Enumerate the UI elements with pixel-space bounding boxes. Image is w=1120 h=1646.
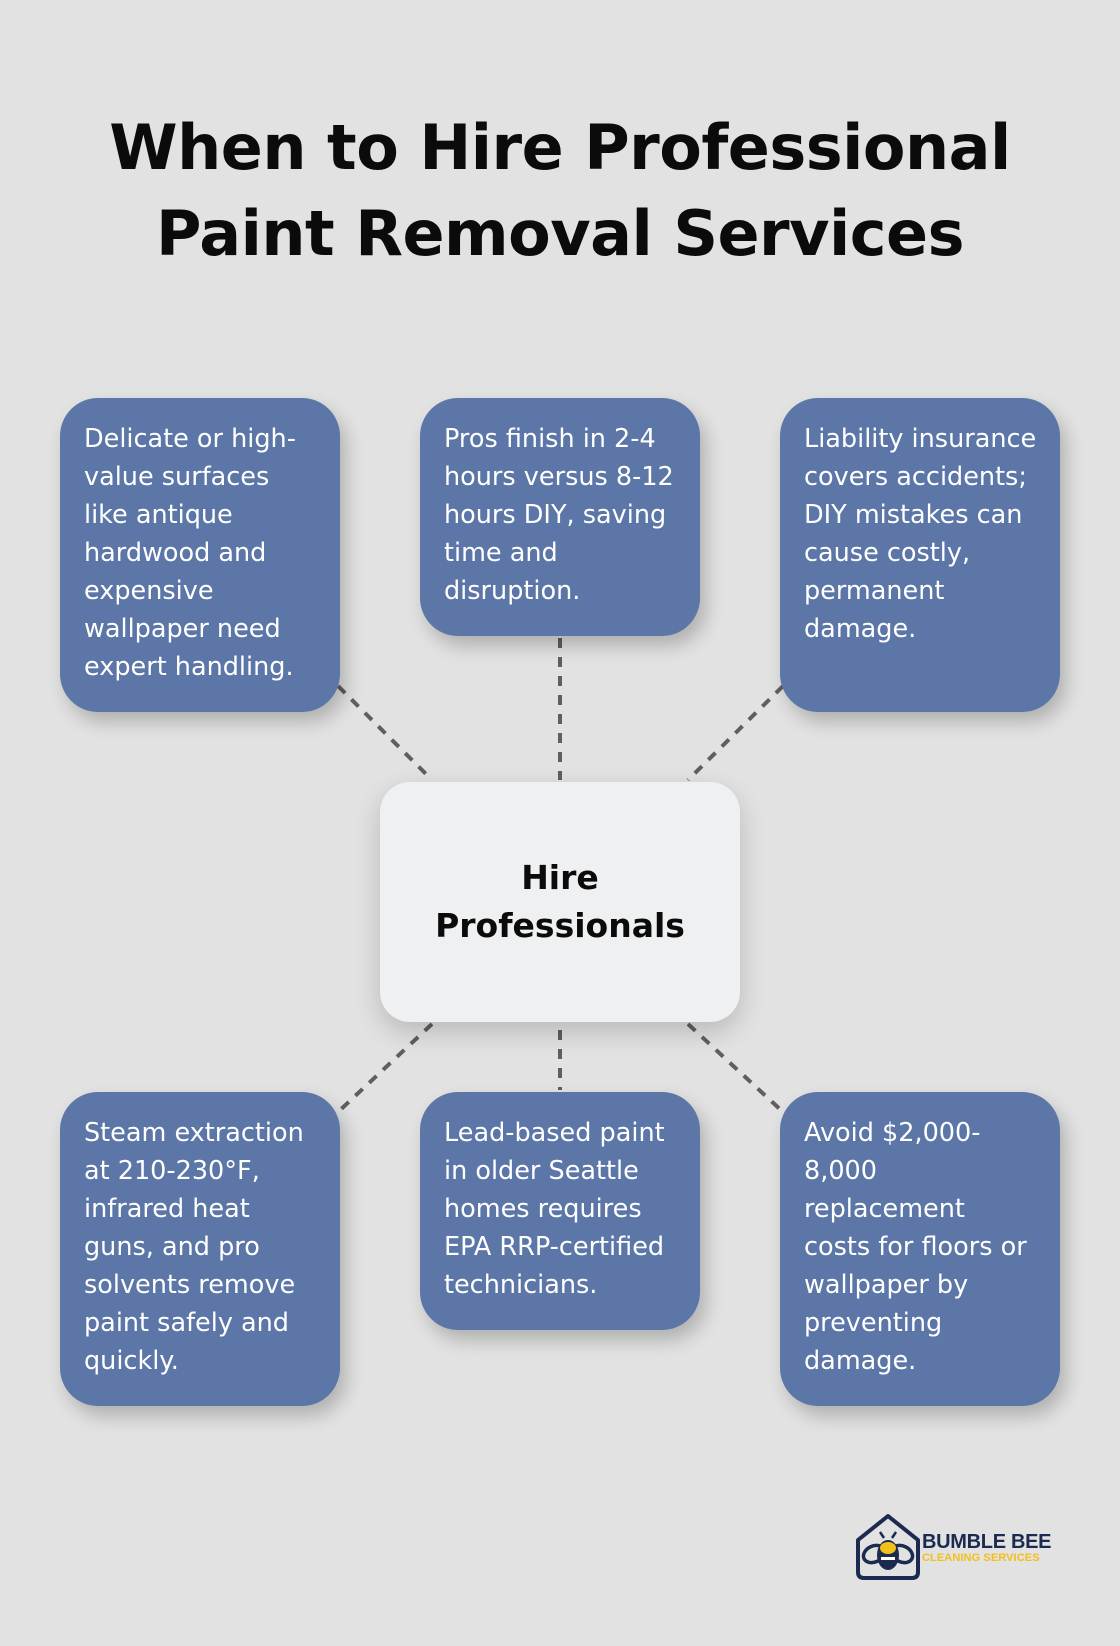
card-text: Steam extraction at 210-230°F, infrared … xyxy=(84,1118,304,1376)
connector-top-right xyxy=(686,684,785,782)
card-top-right: Liability insurance covers accidents; DI… xyxy=(780,398,1060,712)
connector-bottom-right xyxy=(686,1022,785,1114)
card-top-center: Pros finish in 2-4 hours versus 8-12 hou… xyxy=(420,398,700,636)
center-node: Hire Professionals xyxy=(380,782,740,1022)
title-line-1: When to Hire Professional xyxy=(109,111,1011,184)
center-label-line-2: Professionals xyxy=(435,906,685,945)
logo-text: BUMBLE BEE CLEANING SERVICES xyxy=(922,1531,1052,1565)
card-bottom-center: Lead-based paint in older Seattle homes … xyxy=(420,1092,700,1330)
connector-top-left xyxy=(336,684,434,782)
card-bottom-left: Steam extraction at 210-230°F, infrared … xyxy=(60,1092,340,1406)
card-bottom-right: Avoid $2,000-8,000 replacement costs for… xyxy=(780,1092,1060,1406)
logo-name: BUMBLE BEE xyxy=(922,1531,1052,1553)
center-label: Hire Professionals xyxy=(435,854,685,950)
card-text: Pros finish in 2-4 hours versus 8-12 hou… xyxy=(444,424,674,606)
connector-bottom-left xyxy=(336,1022,434,1114)
title-line-2: Paint Removal Services xyxy=(156,197,964,270)
card-text: Avoid $2,000-8,000 replacement costs for… xyxy=(804,1118,1027,1376)
card-text: Liability insurance covers accidents; DI… xyxy=(804,424,1037,644)
card-text: Lead-based paint in older Seattle homes … xyxy=(444,1118,665,1300)
brand-logo: BUMBLE BEE CLEANING SERVICES xyxy=(852,1510,1062,1582)
bee-house-icon xyxy=(856,1514,920,1580)
page-title: When to Hire Professional Paint Removal … xyxy=(0,105,1120,277)
card-text: Delicate or high-value surfaces like ant… xyxy=(84,424,296,682)
logo-tagline: CLEANING SERVICES xyxy=(922,1552,1040,1564)
card-top-left: Delicate or high-value surfaces like ant… xyxy=(60,398,340,712)
center-label-line-1: Hire xyxy=(521,858,599,897)
